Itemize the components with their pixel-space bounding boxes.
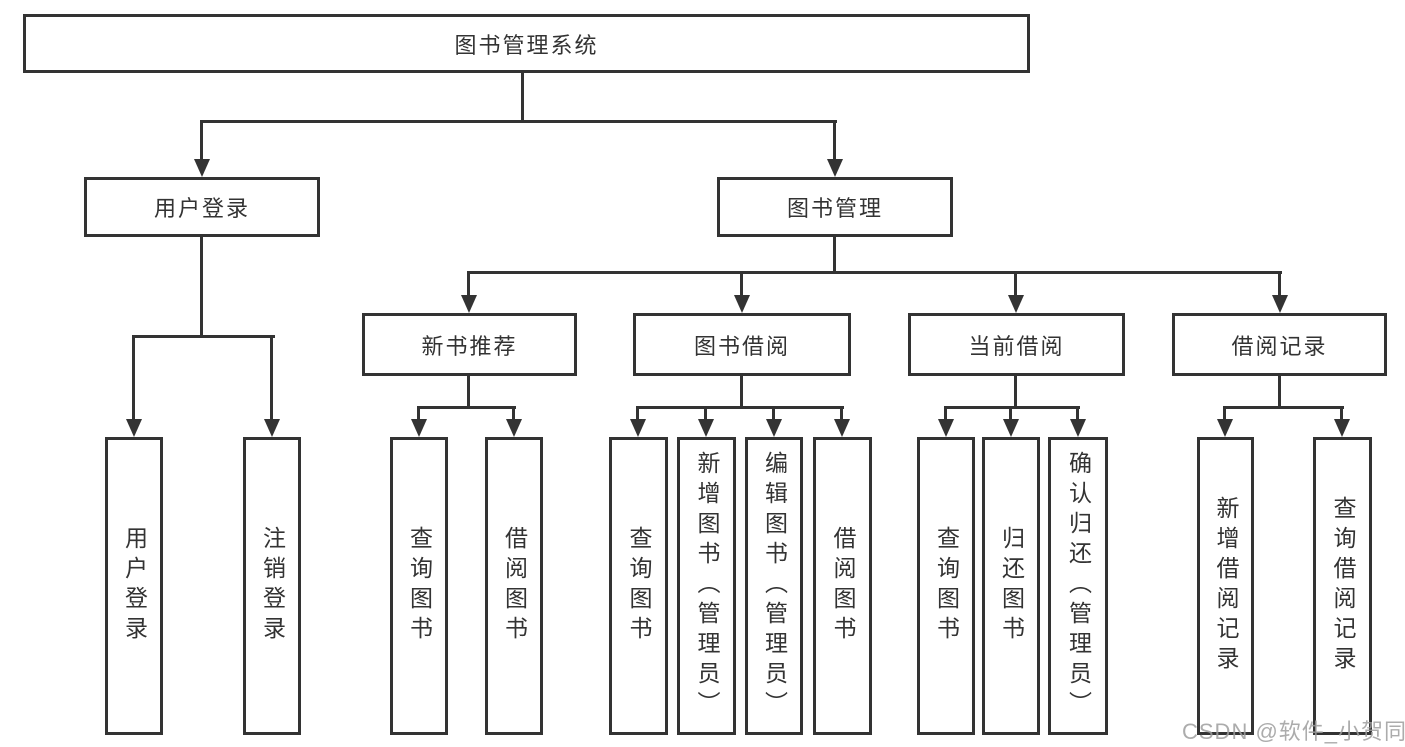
- node-book-mgmt: 图书管理: [717, 177, 953, 237]
- node-user-login: 用户登录: [84, 177, 320, 237]
- leaf-query-books-2: 查询图书: [609, 437, 668, 735]
- leaf-add-books-admin-label: 新增图书（管理员）: [694, 451, 720, 721]
- leaf-query-books-1-label: 查询图书: [406, 526, 433, 646]
- arrow-down-icon: [461, 295, 477, 313]
- leaf-return-books-label: 归还图书: [998, 526, 1025, 646]
- arrow-down-icon: [827, 159, 843, 177]
- connector-new-books-stem: [417, 406, 420, 421]
- connector-book-mgmt-stem: [467, 271, 470, 298]
- connector-root-vertical: [521, 73, 524, 122]
- arrow-down-icon: [1217, 419, 1233, 437]
- node-book-borrow-label: 图书借阅: [693, 333, 790, 359]
- connector-book-mgmt-stem: [740, 271, 743, 298]
- arrow-down-icon: [1003, 419, 1019, 437]
- connector-borrow-records-horizontal: [1223, 406, 1344, 409]
- leaf-confirm-return-admin: 确认归还（管理员）: [1048, 437, 1108, 735]
- node-root: 图书管理系统: [23, 14, 1030, 73]
- connector-current-borrow-vertical: [1014, 376, 1017, 408]
- leaf-return-books: 归还图书: [982, 437, 1040, 735]
- leaf-add-borrow-record: 新增借阅记录: [1197, 437, 1254, 735]
- arrow-down-icon: [506, 419, 522, 437]
- node-user-login-label: 用户登录: [153, 196, 250, 221]
- connector-new-books-horizontal: [417, 406, 516, 409]
- leaf-logout: 注销登录: [243, 437, 301, 735]
- connector-book-mgmt-stem: [1278, 271, 1281, 298]
- connector-current-borrow-stem: [1009, 406, 1012, 421]
- arrow-down-icon: [834, 419, 850, 437]
- connector-borrow-records-stem: [1223, 406, 1226, 421]
- arrow-down-icon: [1334, 419, 1350, 437]
- connector-borrow-records-vertical: [1278, 376, 1281, 408]
- arrow-down-icon: [126, 419, 142, 437]
- arrow-down-icon: [1272, 295, 1288, 313]
- arrow-down-icon: [1008, 295, 1024, 313]
- connector-root-right-stem: [833, 120, 836, 162]
- leaf-edit-books-admin: 编辑图书（管理员）: [745, 437, 803, 735]
- leaf-borrow-books-1-label: 借阅图书: [501, 526, 528, 646]
- connector-new-books-stem: [512, 406, 515, 421]
- node-new-books-label: 新书推荐: [421, 333, 518, 359]
- leaf-query-books-1: 查询图书: [390, 437, 448, 735]
- leaf-edit-books-admin-label: 编辑图书（管理员）: [761, 451, 788, 721]
- node-borrow-records-label: 借阅记录: [1231, 333, 1328, 359]
- connector-user-login-stem: [270, 335, 273, 421]
- node-current-borrow: 当前借阅: [908, 313, 1125, 376]
- leaf-user-login-label: 用户登录: [121, 526, 148, 646]
- connector-book-mgmt-stem: [1014, 271, 1017, 298]
- leaf-borrow-books-2-label: 借阅图书: [830, 526, 856, 646]
- leaf-add-borrow-record-label: 新增借阅记录: [1213, 496, 1239, 676]
- leaf-confirm-return-admin-label: 确认归还（管理员）: [1065, 451, 1092, 721]
- connector-book-mgmt-vertical: [833, 236, 836, 274]
- csdn-watermark: CSDN @软件_小贺同学: [1182, 719, 1405, 744]
- leaf-logout-label: 注销登录: [259, 526, 286, 646]
- node-current-borrow-label: 当前借阅: [968, 333, 1065, 359]
- connector-borrow-records-stem: [1340, 406, 1343, 421]
- leaf-borrow-books-1: 借阅图书: [485, 437, 543, 735]
- connector-user-login-horizontal: [132, 335, 275, 338]
- connector-book-borrow-stem: [772, 406, 775, 421]
- leaf-query-books-3-label: 查询图书: [933, 526, 960, 646]
- arrow-down-icon: [1070, 419, 1086, 437]
- arrow-down-icon: [630, 419, 646, 437]
- node-book-borrow: 图书借阅: [633, 313, 851, 376]
- arrow-down-icon: [264, 419, 280, 437]
- leaf-borrow-books-2: 借阅图书: [813, 437, 872, 735]
- arrow-down-icon: [766, 419, 782, 437]
- node-book-mgmt-label: 图书管理: [786, 196, 883, 221]
- leaf-query-books-2-label: 查询图书: [626, 526, 652, 646]
- connector-root-left-stem: [200, 120, 203, 162]
- connector-book-borrow-stem: [704, 406, 707, 421]
- arrow-down-icon: [194, 159, 210, 177]
- leaf-query-borrow-record: 查询借阅记录: [1313, 437, 1372, 735]
- connector-user-login-vertical: [200, 236, 203, 338]
- arrow-down-icon: [938, 419, 954, 437]
- leaf-user-login: 用户登录: [105, 437, 163, 735]
- connector-current-borrow-horizontal: [944, 406, 1080, 409]
- connector-book-borrow-stem: [636, 406, 639, 421]
- leaf-add-books-admin: 新增图书（管理员）: [677, 437, 736, 735]
- arrow-down-icon: [411, 419, 427, 437]
- connector-root-horizontal: [200, 120, 837, 123]
- connector-book-borrow-horizontal: [636, 406, 844, 409]
- arrow-down-icon: [734, 295, 750, 313]
- leaf-query-books-3: 查询图书: [917, 437, 975, 735]
- connector-new-books-vertical: [467, 376, 470, 408]
- connector-current-borrow-stem: [1076, 406, 1079, 421]
- node-new-books: 新书推荐: [362, 313, 577, 376]
- connector-book-borrow-stem: [840, 406, 843, 421]
- connector-current-borrow-stem: [944, 406, 947, 421]
- connector-book-mgmt-horizontal: [467, 271, 1282, 274]
- connector-user-login-stem: [132, 335, 135, 421]
- node-borrow-records: 借阅记录: [1172, 313, 1387, 376]
- leaf-query-borrow-record-label: 查询借阅记录: [1330, 496, 1356, 676]
- connector-book-borrow-vertical: [740, 376, 743, 408]
- node-root-label: 图书管理系统: [454, 32, 599, 58]
- arrow-down-icon: [698, 419, 714, 437]
